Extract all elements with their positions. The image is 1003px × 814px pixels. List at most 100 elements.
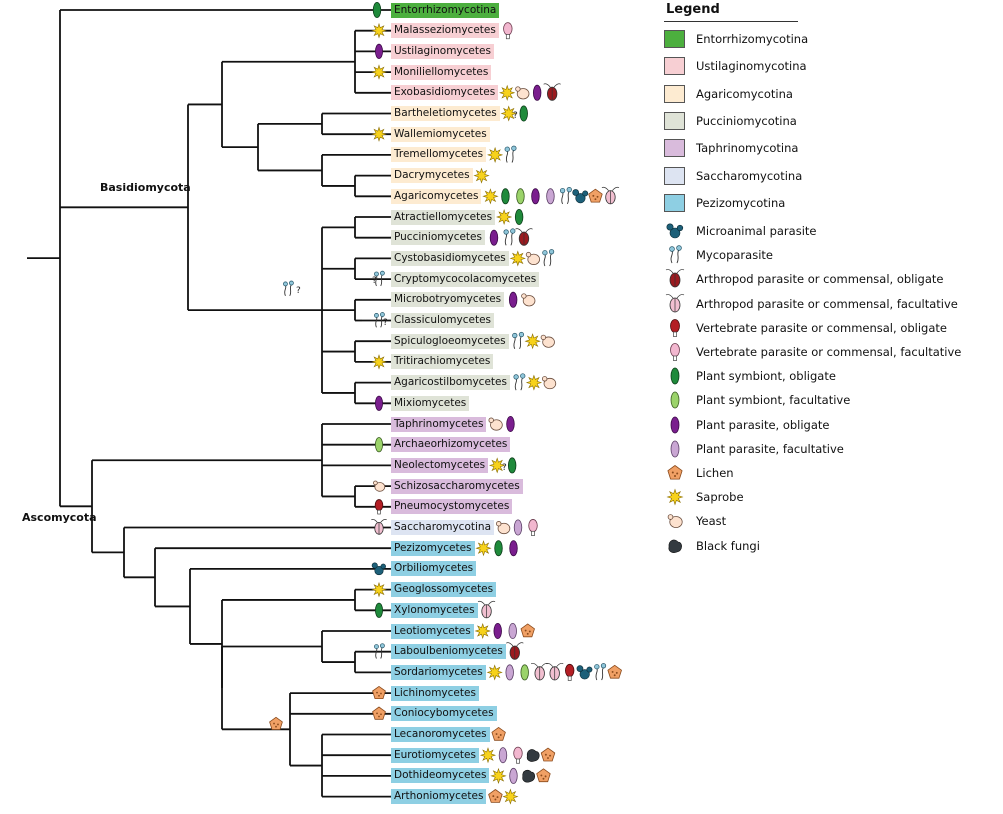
yeast-icon [540, 334, 555, 348]
legend-label: Pucciniomycotina [696, 113, 797, 128]
plant-symbiont-obligate-icon [501, 188, 510, 205]
microanimal-parasite-icon [371, 562, 386, 576]
arthropod-facultative-icon [530, 662, 549, 681]
plant-symbiont-facultative-icon [516, 188, 525, 205]
taxon-label: Neolectomycetes [391, 457, 489, 473]
saprobe-icon [371, 22, 387, 39]
legend-item-lifestyle: Vertebrate parasite or commensal, facult… [664, 341, 961, 363]
arthropod-obligate-icon [665, 269, 685, 288]
microanimal-parasite-icon [576, 665, 593, 680]
mycoparasite-icon [283, 280, 294, 297]
taxon-label: Atractiellomycetes [391, 209, 496, 225]
taxon-traits [499, 83, 561, 101]
yeast-icon [496, 521, 511, 535]
taxon-label: Classiculomycetes [391, 313, 495, 328]
plant-symbiont-facultative-icon [670, 391, 680, 409]
lichen-icon [536, 768, 551, 783]
taxon-label: Saccharomycotina [391, 520, 495, 535]
lichen-icon [372, 706, 386, 720]
saprobe-icon [482, 188, 499, 205]
node-icons: ????? [269, 2, 518, 730]
legend-item-lifestyle: Plant symbiont, obligate [664, 365, 836, 387]
taxon-label: Orbiliomycetes [391, 561, 477, 577]
saprobe-icon [371, 354, 387, 370]
legend-item-subphylum: Pucciniomycotina [664, 110, 797, 132]
uncertain-mark: ? [296, 286, 301, 296]
plant-parasite-facultative-icon [546, 188, 555, 205]
uncertain-mark: ? [383, 318, 388, 328]
legend-label: Yeast [696, 514, 727, 529]
legend-swatch [664, 139, 685, 158]
legend-item-lifestyle: Mycoparasite [664, 244, 773, 266]
taxon-label: Xylonomycetes [391, 602, 478, 618]
taxon-label: Tritirachiomycetes [391, 354, 494, 370]
taxon-traits [491, 727, 506, 741]
plant-parasite-facultative-icon [509, 767, 518, 784]
yeast-icon [373, 480, 386, 492]
saprobe-icon [502, 788, 519, 805]
lichen-icon [269, 716, 283, 730]
legend-title: Legend [666, 2, 720, 17]
taxon-label: Entorrhizomycotina [391, 2, 500, 18]
legend-item-lifestyle: Plant parasite, obligate [664, 414, 830, 436]
legend-item-lifestyle: Lichen [664, 462, 734, 484]
mycoparasite-icon [374, 270, 385, 287]
taxon-traits [503, 22, 513, 40]
legend-label: Pezizomycotina [696, 195, 786, 210]
saprobe-icon [474, 622, 491, 640]
saprobe-icon [371, 126, 387, 142]
legend-item-lifestyle: Black fungi [664, 535, 760, 557]
lichen-icon [607, 664, 622, 679]
black-fungi-icon [526, 749, 540, 762]
legend-label: Saccharomycotina [696, 168, 803, 183]
legend-label: Mycoparasite [696, 248, 773, 263]
legend-label: Plant parasite, obligate [696, 417, 830, 432]
plant-parasite-obligate-icon [374, 395, 383, 411]
mycoparasite-icon [504, 145, 517, 163]
uncertain-mark: ? [372, 276, 377, 286]
taxon-traits [473, 167, 490, 184]
taxon-traits [500, 105, 528, 122]
legend-item-subphylum: Agaricomycotina [664, 83, 793, 105]
taxon-traits [512, 331, 555, 350]
legend-swatch [664, 111, 685, 130]
taxon-label: Pucciniomycetes [391, 230, 485, 246]
legend-item-lifestyle: Arthropod parasite or commensal, faculta… [664, 293, 958, 315]
taxon-traits [487, 145, 517, 163]
plant-parasite-obligate-icon [506, 415, 515, 432]
taxon-label: Spiculogloeomycetes [391, 333, 509, 349]
black-fungi-icon [522, 769, 536, 783]
plant-symbiont-obligate-icon [374, 602, 383, 618]
taxon-label: Malasseziomycetes [391, 23, 499, 39]
saprobe-icon [499, 84, 516, 101]
legend-label: Lichen [696, 466, 734, 480]
taxon-traits [509, 249, 555, 267]
plant-symbiont-obligate-icon [519, 105, 528, 122]
lichen-icon [540, 747, 556, 762]
taxon-traits [482, 186, 620, 205]
taxon-traits [506, 642, 524, 660]
taxon-traits [479, 746, 556, 764]
legend-item-subphylum: Entorrhizomycotina [664, 28, 808, 50]
mycoparasite-icon [512, 331, 525, 350]
plant-parasite-obligate-icon [670, 416, 680, 433]
taxon-traits [488, 788, 519, 805]
taxon-label: Wallemiomycetes [391, 126, 490, 142]
legend-label: Arthropod parasite or commensal, obligat… [696, 272, 944, 287]
vertebrate-obligate-icon [670, 318, 680, 337]
vertebrate-facultative-icon [528, 519, 538, 536]
plant-symbiont-obligate-icon [372, 2, 382, 18]
arthropod-obligate-icon [515, 228, 533, 246]
legend-label: Plant symbiont, facultative [696, 393, 851, 408]
legend-item-lifestyle: Arthropod parasite or commensal, obligat… [664, 268, 944, 290]
plant-parasite-obligate-icon [531, 188, 540, 205]
plant-symbiont-facultative-icon [520, 664, 529, 681]
vertebrate-obligate-icon [565, 663, 575, 681]
lichen-icon [491, 727, 506, 741]
arthropod-obligate-icon [506, 642, 524, 660]
legend-item-subphylum: Taphrinomycotina [664, 137, 798, 159]
mycoparasite-icon [594, 663, 607, 681]
mycoparasite-icon [374, 643, 385, 659]
uncertain-mark: ? [513, 111, 518, 121]
lichen-icon [372, 686, 386, 699]
